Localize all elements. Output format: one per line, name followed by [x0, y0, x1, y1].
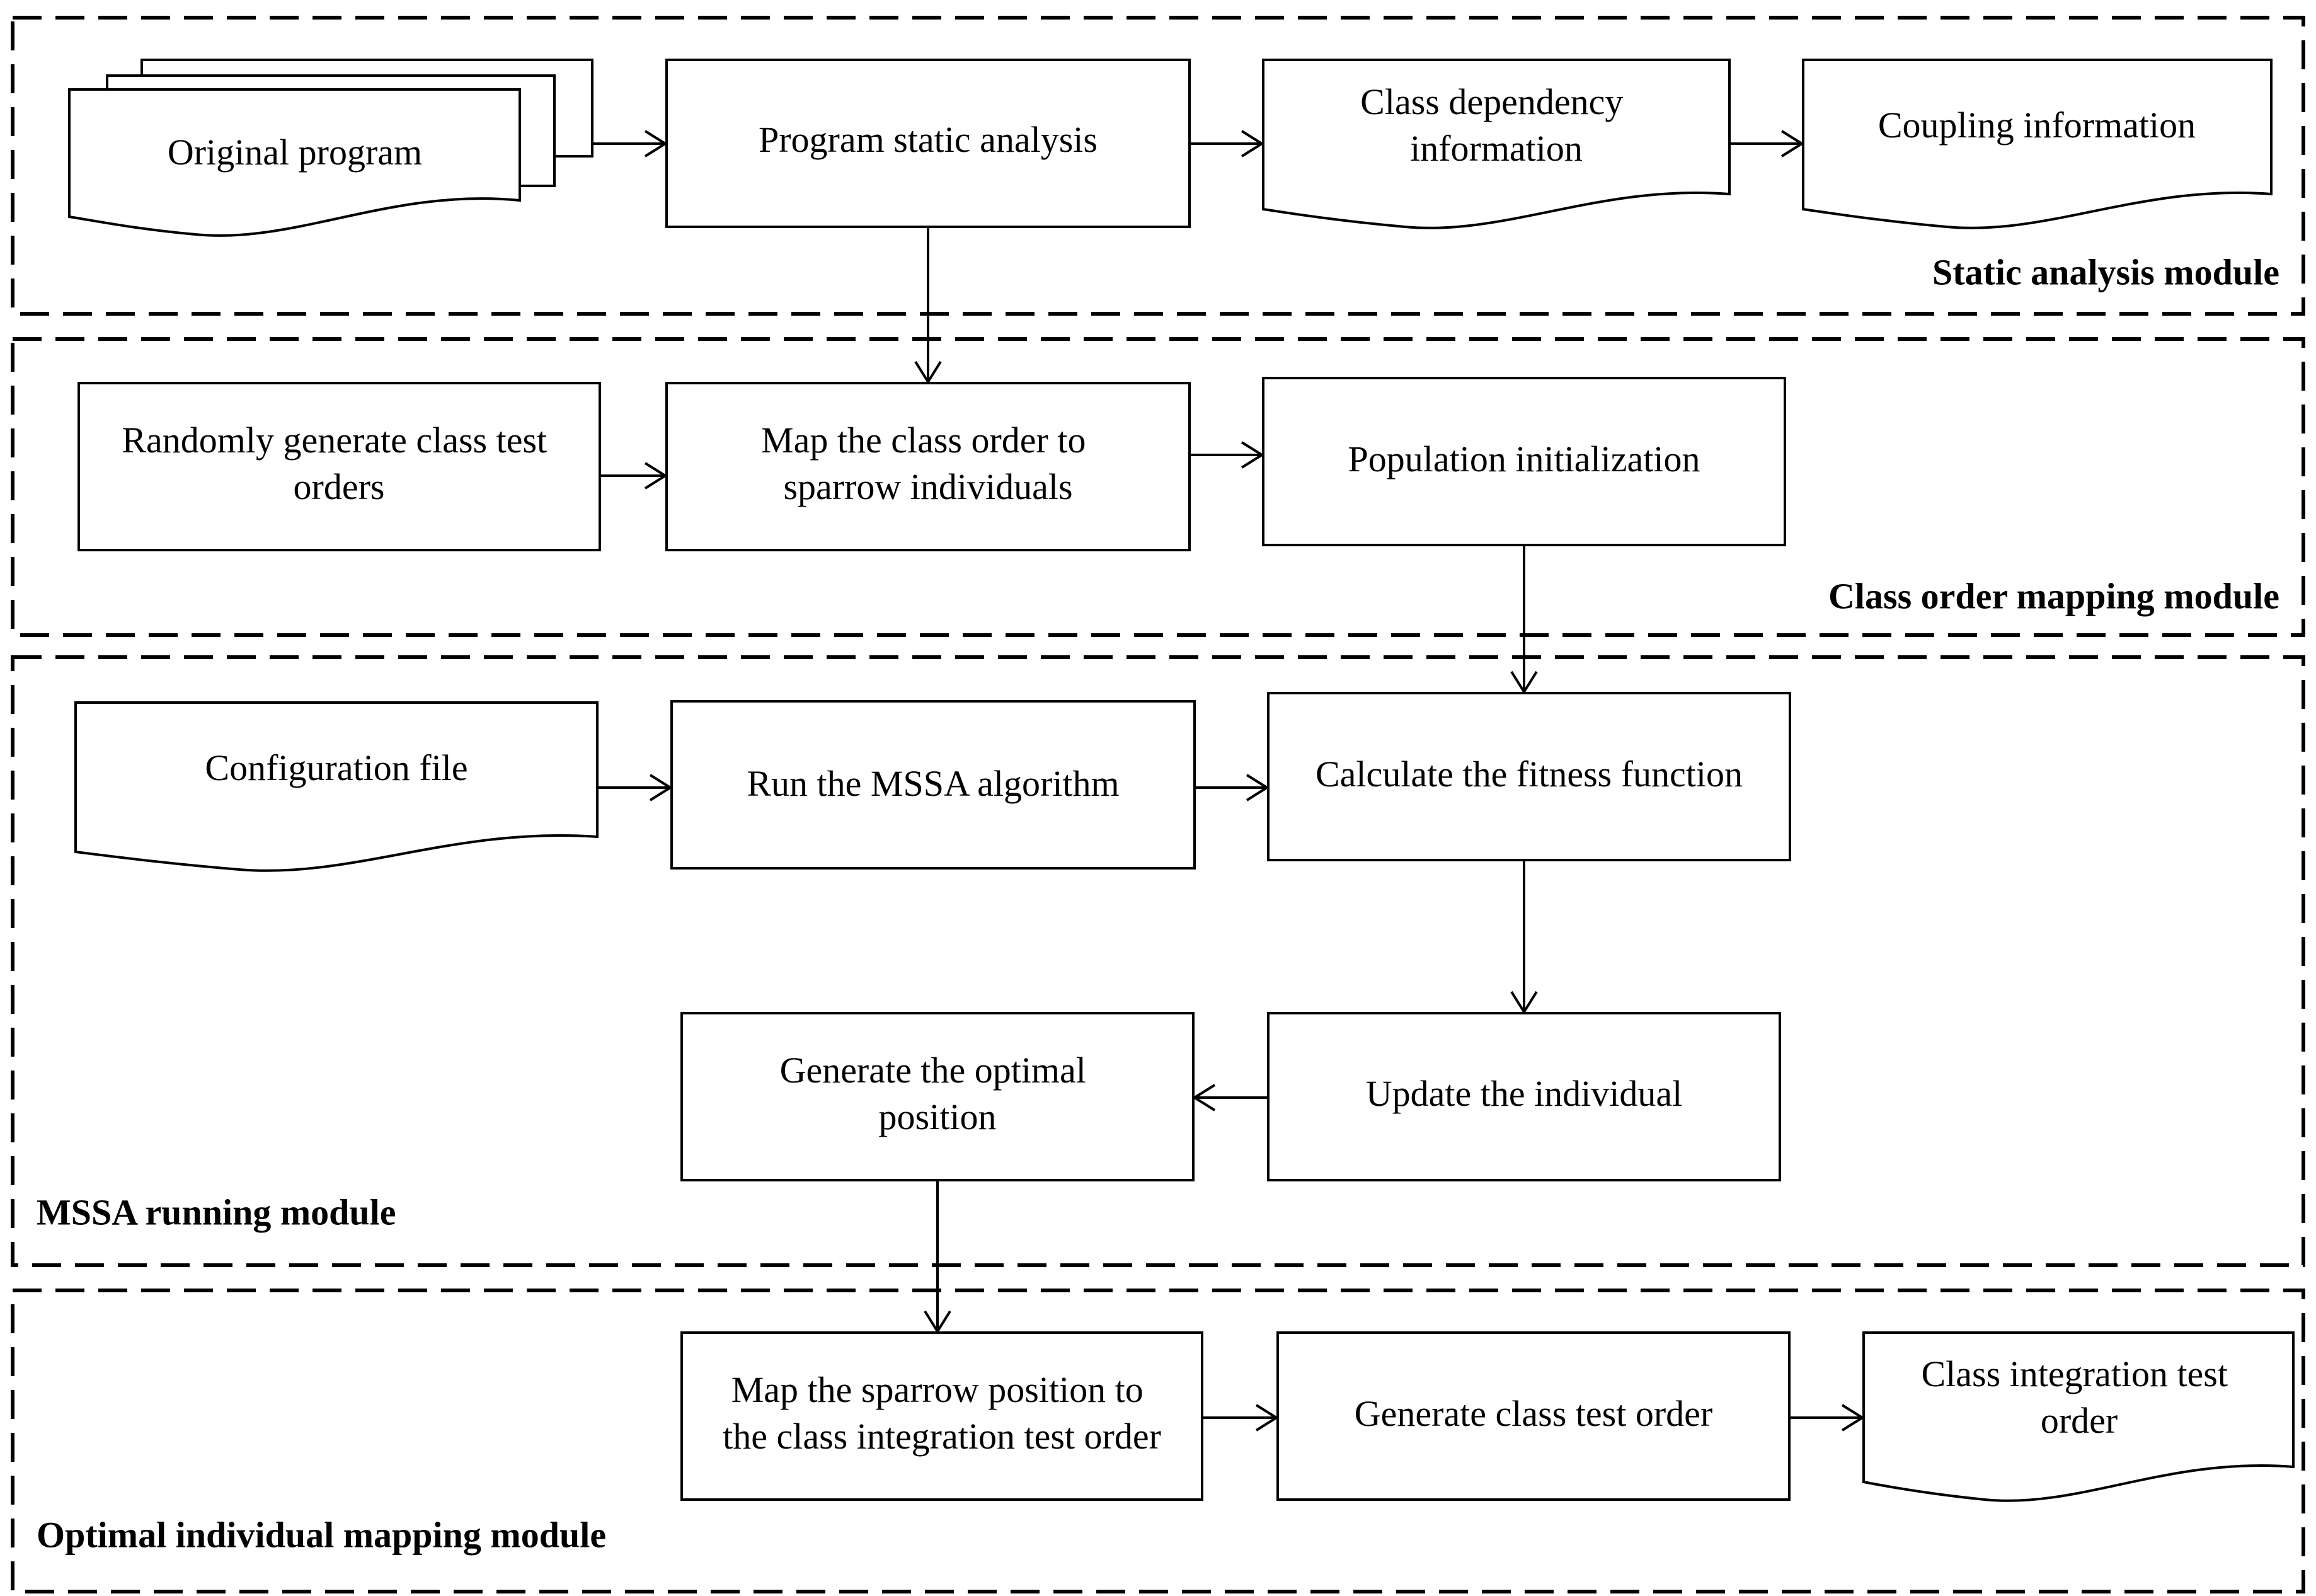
frame-class-order-mapping-module: [11, 337, 2305, 637]
arrowhead-class-dependency-to-coupling: [1780, 130, 1804, 158]
randomly-generate-orders-label: Randomly generate class test orders: [122, 420, 556, 507]
run-mssa-label: Run the MSSA algorithm: [747, 763, 1119, 804]
map-class-order-box: [665, 382, 1191, 551]
generate-class-test-order-box: [1276, 1331, 1791, 1501]
run-mssa-box: [670, 700, 1196, 870]
node-randomly-generate-orders: Randomly generate class test orders: [77, 382, 601, 551]
program-static-analysis-label: Program static analysis: [759, 119, 1098, 160]
class-integration-test-order-document: [1862, 1331, 2295, 1502]
node-calculate-fitness: Calculate the fitness function: [1267, 692, 1791, 861]
population-initialization-label: Population initialization: [1348, 439, 1700, 479]
generate-optimal-position-box: [680, 1012, 1195, 1181]
original-program-label: Original program: [168, 132, 422, 173]
label-optimal-mapping-module: Optimal individual mapping module: [37, 1514, 606, 1555]
node-program-static-analysis: Program static analysis: [665, 59, 1191, 228]
arrowhead-fitness-to-update: [1510, 990, 1538, 1014]
frame-static-analysis-module: [11, 16, 2305, 316]
label-mssa-running-module: MSSA running module: [37, 1191, 396, 1232]
calculate-fitness-box: [1267, 692, 1791, 861]
coupling-information-label: Coupling information: [1878, 105, 2196, 146]
arrowhead-config-to-run-mssa: [649, 774, 673, 801]
node-update-individual: Update the individual: [1267, 1012, 1781, 1181]
generate-class-test-order-label: Generate class test order: [1355, 1393, 1712, 1434]
arrowhead-map-order-to-population: [1241, 441, 1264, 469]
edges: [592, 130, 1865, 1432]
frame-optimal-mapping-module: [11, 1289, 2305, 1593]
arrowhead-update-to-optimal-position: [1192, 1084, 1216, 1111]
label-static-analysis-module: Static analysis module: [1932, 251, 2279, 292]
configuration-file-label: Configuration file: [205, 747, 467, 788]
class-dependency-document: [1262, 59, 1731, 229]
arrowhead-population-to-fitness: [1510, 670, 1538, 694]
arrowhead-static-analysis-to-class-dependency: [1241, 130, 1264, 158]
map-sparrow-position-box: [680, 1331, 1203, 1501]
node-configuration-file: Configuration file: [74, 701, 599, 872]
arrowhead-original-to-static-analysis: [644, 130, 668, 158]
node-map-class-order: Map the class order to sparrow individua…: [665, 382, 1191, 551]
population-initialization-box: [1262, 377, 1786, 546]
map-sparrow-position-label: Map the sparrow position to the class in…: [723, 1369, 1161, 1457]
frame-mssa-running-module: [11, 655, 2305, 1267]
update-individual-box: [1267, 1012, 1781, 1181]
label-class-order-mapping-module: Class order mapping module: [1828, 575, 2279, 616]
node-coupling-information: Coupling information: [1802, 59, 2273, 229]
node-class-dependency-information: Class dependency information: [1262, 59, 1731, 229]
arrowhead-optimal-position-to-map-position: [924, 1310, 951, 1334]
randomly-generate-orders-box: [77, 382, 601, 551]
calculate-fitness-label: Calculate the fitness function: [1316, 754, 1743, 795]
original-program-sheet-front: [68, 88, 521, 237]
node-class-integration-test-order: Class integration test order: [1862, 1331, 2295, 1502]
generate-optimal-position-label: Generate the optimal position: [780, 1050, 1096, 1137]
program-static-analysis-box: [665, 59, 1191, 228]
configuration-file-document: [74, 701, 599, 872]
node-map-sparrow-position: Map the sparrow position to the class in…: [680, 1331, 1203, 1501]
node-original-program: Original program: [68, 59, 593, 237]
update-individual-label: Update the individual: [1366, 1073, 1683, 1114]
node-population-initialization: Population initialization: [1262, 377, 1786, 546]
coupling-information-document: [1802, 59, 2273, 229]
node-generate-class-test-order: Generate class test order: [1276, 1331, 1791, 1501]
arrowhead-run-mssa-to-fitness: [1246, 774, 1270, 801]
arrowhead-gen-order-to-integration-order: [1841, 1404, 1865, 1432]
node-generate-optimal-position: Generate the optimal position: [680, 1012, 1195, 1181]
arrowhead-static-analysis-to-map-order: [914, 360, 942, 384]
class-integration-test-order-label: Class integration test order: [1922, 1353, 2237, 1441]
class-dependency-label: Class dependency information: [1360, 81, 1632, 169]
arrowhead-map-position-to-gen-order: [1255, 1404, 1279, 1432]
map-class-order-label: Map the class order to sparrow individua…: [761, 420, 1095, 507]
arrowhead-random-orders-to-map-order: [644, 462, 668, 490]
node-run-mssa: Run the MSSA algorithm: [670, 700, 1196, 870]
